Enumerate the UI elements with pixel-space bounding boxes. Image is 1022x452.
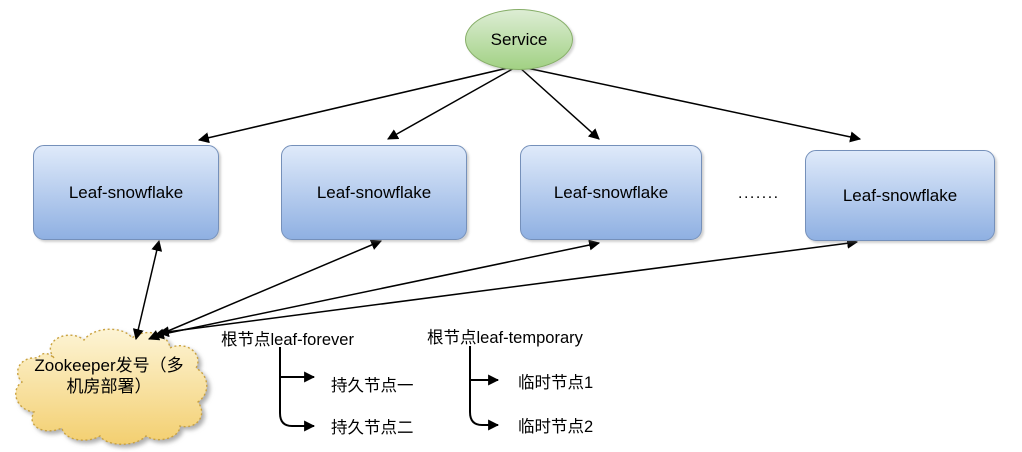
arrow-service-to-node-3 bbox=[518, 66, 600, 140]
arrow-node-1-zookeeper bbox=[132, 239, 163, 341]
arrow-service-to-node-2 bbox=[387, 66, 517, 140]
arrow-node-4-zookeeper bbox=[157, 237, 859, 338]
forever-tree-branch-2-line bbox=[279, 347, 316, 432]
arrow-service-to-node-1 bbox=[197, 66, 513, 144]
arrow-node-3-zookeeper bbox=[152, 239, 601, 340]
forever-tree-child-1-label: 持久节点一 bbox=[331, 377, 414, 395]
leaf-snowflake-node-1: Leaf-snowflake bbox=[33, 145, 219, 240]
temporary-tree-branch-2-line bbox=[469, 346, 500, 431]
forever-tree-child-2-label: 持久节点二 bbox=[331, 419, 414, 437]
leaf-snowflake-node-2: Leaf-snowflake bbox=[281, 145, 467, 240]
zookeeper-cloud-shape bbox=[15, 328, 208, 445]
service-node: Service bbox=[465, 9, 573, 70]
leaf-snowflake-node-label: Leaf-snowflake bbox=[68, 182, 184, 202]
leaf-snowflake-node-3: Leaf-snowflake bbox=[520, 145, 702, 240]
leaf-snowflake-node-4: Leaf-snowflake bbox=[805, 150, 995, 241]
temporary-tree-child-1-label: 临时节点1 bbox=[518, 374, 594, 392]
forever-tree-root-label: 根节点leaf-forever bbox=[221, 331, 354, 349]
leaf-snowflake-node-label: Leaf-snowflake bbox=[553, 182, 669, 202]
arrow-service-to-node-4 bbox=[521, 66, 862, 143]
temporary-tree-child-2-label: 临时节点2 bbox=[518, 418, 594, 436]
service-node-label: Service bbox=[490, 29, 548, 49]
ellipsis-label: ....... bbox=[738, 185, 780, 202]
zookeeper-cloud-label: Zookeeper发号（多机房部署） bbox=[34, 356, 184, 396]
leaf-snowflake-node-label: Leaf-snowflake bbox=[316, 182, 432, 202]
arrow-node-2-zookeeper bbox=[147, 239, 383, 341]
leaf-snowflake-node-label: Leaf-snowflake bbox=[842, 185, 958, 205]
temporary-tree-root-label: 根节点leaf-temporary bbox=[427, 329, 583, 347]
